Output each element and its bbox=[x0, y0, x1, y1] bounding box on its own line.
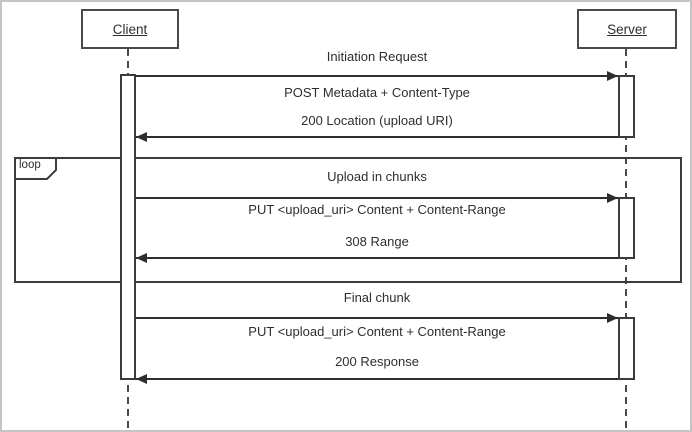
actor-server-label: Server bbox=[607, 21, 647, 37]
response-arrow-chunk bbox=[136, 257, 618, 259]
section-title-final-chunk: Final chunk bbox=[343, 290, 411, 305]
arrowhead-right-icon bbox=[607, 193, 618, 203]
loop-operator-tab bbox=[14, 157, 57, 180]
activation-bar-server-initiation bbox=[618, 75, 635, 138]
request-label-chunk: PUT <upload_uri> Content + Content-Range bbox=[248, 202, 506, 217]
section-title-upload-chunks: Upload in chunks bbox=[327, 169, 427, 184]
request-label-final: PUT <upload_uri> Content + Content-Range bbox=[248, 324, 506, 339]
arrowhead-left-icon bbox=[136, 253, 147, 263]
request-arrow-final bbox=[136, 317, 618, 319]
actor-box-client: Client bbox=[81, 9, 179, 49]
actor-box-server: Server bbox=[577, 9, 677, 49]
activation-bar-client bbox=[120, 74, 136, 380]
section-title-initiation: Initiation Request bbox=[326, 49, 428, 64]
loop-operator-label: loop bbox=[19, 159, 41, 171]
response-arrow-initiation bbox=[136, 136, 618, 138]
arrowhead-left-icon bbox=[136, 132, 147, 142]
arrowhead-left-icon bbox=[136, 374, 147, 384]
arrowhead-right-icon bbox=[607, 313, 618, 323]
response-arrow-final bbox=[136, 378, 618, 380]
response-label-chunk: 308 Range bbox=[345, 234, 409, 249]
arrowhead-right-icon bbox=[607, 71, 618, 81]
activation-bar-server-final bbox=[618, 317, 635, 380]
loop-fragment bbox=[14, 157, 682, 283]
actor-client-label: Client bbox=[112, 21, 148, 37]
response-label-initiation: 200 Location (upload URI) bbox=[301, 113, 453, 128]
request-arrow-chunk bbox=[136, 197, 618, 199]
request-arrow-initiation bbox=[136, 75, 618, 77]
request-label-initiation: POST Metadata + Content-Type bbox=[284, 85, 470, 100]
activation-bar-server-loop bbox=[618, 197, 635, 259]
response-label-final: 200 Response bbox=[335, 354, 419, 369]
